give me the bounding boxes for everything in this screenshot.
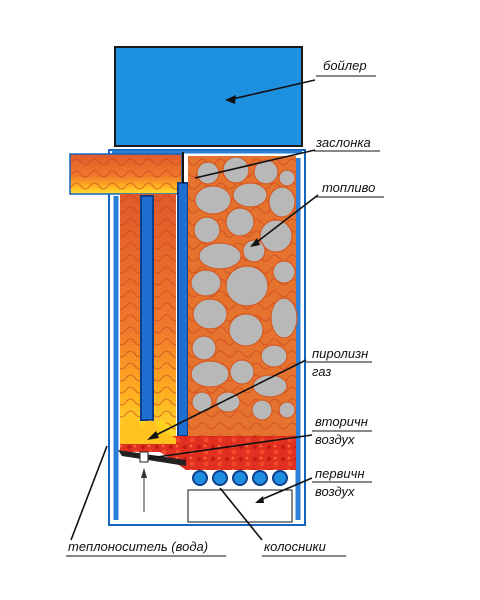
label-secondary-air-line2: воздух	[315, 432, 355, 447]
boiler	[114, 46, 303, 147]
leader-lines	[70, 79, 319, 541]
combustion-zone	[120, 416, 296, 470]
label-grates: колосники	[264, 539, 326, 554]
fuel-chamber-wall	[177, 182, 189, 437]
label-coolant: теплоноситель (вода)	[68, 539, 208, 554]
ash-pit	[187, 489, 293, 523]
fuel-chamber	[188, 156, 298, 441]
label-boiler: бойлер	[323, 58, 367, 73]
flue-outlet	[69, 153, 183, 195]
label-pyrolysis-gas-line1: пиролизн	[312, 346, 368, 361]
label-primary-air-line2: воздух	[315, 484, 355, 499]
inner-partition	[140, 195, 154, 421]
label-fuel: топливо	[322, 180, 375, 195]
label-primary-air-line1: первичн	[315, 466, 365, 481]
fuel-logs	[190, 156, 298, 421]
label-pyrolysis-gas-line2: газ	[312, 364, 331, 379]
label-damper: заслонка	[315, 135, 371, 150]
grate-bars	[192, 470, 288, 486]
labels: бойлер заслонка топливо пиролизн газ вто…	[66, 58, 384, 557]
label-secondary-air-line1: вторичн	[315, 414, 368, 429]
